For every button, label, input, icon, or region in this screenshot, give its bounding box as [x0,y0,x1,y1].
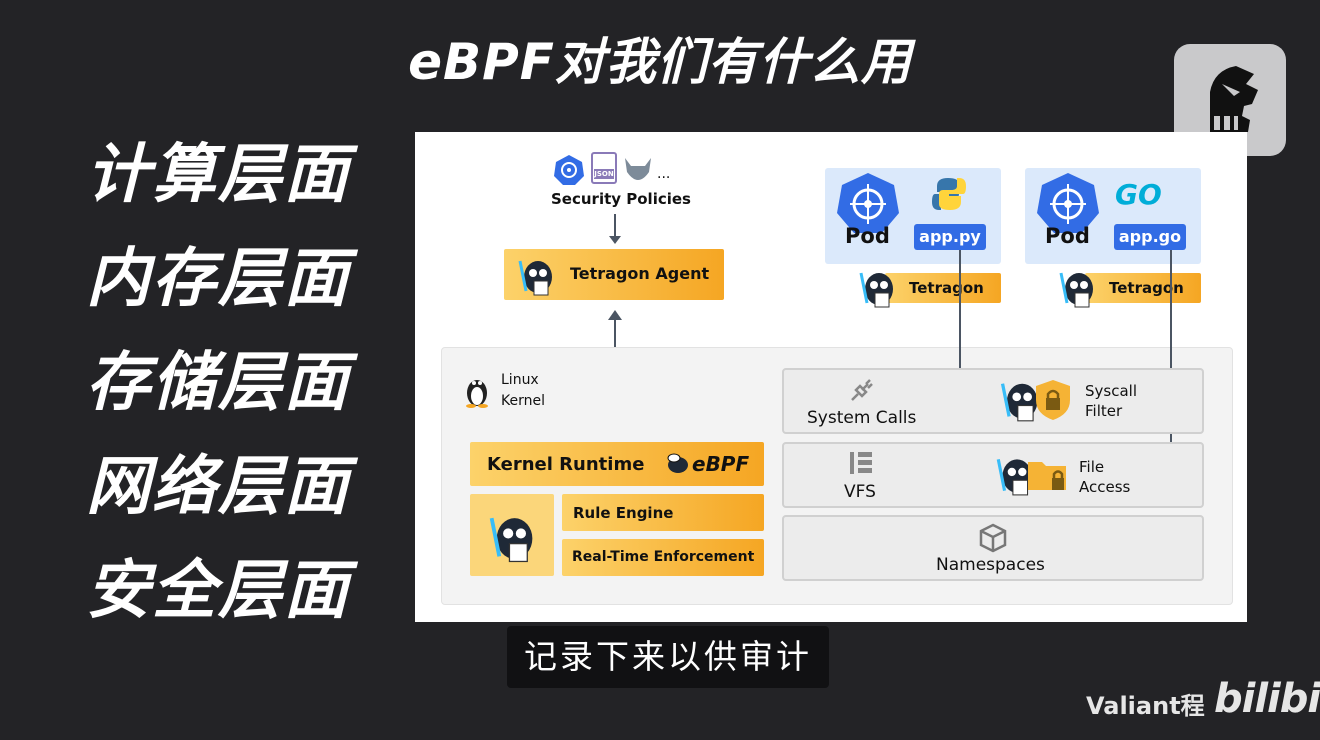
helmet-head-icon [1210,66,1258,132]
pod-label: Pod [845,224,890,248]
app-go-chip: app.go [1114,224,1186,250]
vfs-box: VFS File Access [782,442,1204,508]
tetragon-sidecar-1: Tetragon [885,273,1001,303]
kubernetes-icon [837,173,899,233]
kernel-label: Kernel [501,393,545,409]
bilibili-logo: bilibili [1214,676,1320,722]
tetragon-sidecar-2: Tetragon [1085,273,1201,303]
tetragon-bee-icon [1000,383,1038,422]
topic-list: 计算层面 内存层面 存储层面 网络层面 安全层面 [86,128,350,648]
linux-label: Linux [501,372,539,388]
kernel-runtime-box: Kernel Runtime eBPF [470,442,764,486]
cube-icon [979,523,1007,553]
json-label: JSON [594,169,614,179]
json-file-icon: JSON [591,152,617,184]
tetragon-agent-label: Tetragon Agent [570,264,710,283]
pod-label: Pod [1045,224,1090,248]
topic-memory: 内存层面 [86,242,350,316]
syscall-label: Syscall [1085,382,1137,400]
system-calls-label: System Calls [807,408,917,428]
namespaces-label: Namespaces [936,555,1045,575]
linux-tux-icon [466,380,488,408]
shield-lock-icon [1036,380,1070,420]
rule-engine-label: Rule Engine [573,504,674,522]
tetragon-bee-icon [1059,272,1093,308]
tetragon-diagram: JSON ... Security Policies Tetragon Agen… [415,132,1247,622]
kubernetes-icon [554,155,584,185]
rule-engine-box: Rule Engine [562,494,764,531]
plug-icon [851,379,873,401]
topic-network: 网络层面 [86,450,350,524]
arrow-down-icon [609,214,621,244]
page-title: eBPF对我们有什么用 [408,33,912,91]
kubernetes-icon [1037,173,1099,233]
namespaces-box: Namespaces [782,515,1204,581]
realtime-enforcement-box: Real-Time Enforcement [562,539,764,576]
app-py-chip: app.py [914,224,986,250]
topic-compute: 计算层面 [86,138,350,212]
access-label: Access [1079,478,1131,496]
topic-storage: 存储层面 [86,346,350,420]
pod-python: Pod app.py [825,168,1001,264]
tetragon-bee-icon [859,272,893,308]
tetragon-bee-icon [489,517,533,563]
policy-ellipsis: ... [657,166,671,182]
python-icon [932,178,966,210]
security-policies-label: Security Policies [551,190,691,208]
tetragon-label: Tetragon [909,279,984,297]
file-tree-icon [850,452,872,474]
kernel-runtime-label: Kernel Runtime [487,454,645,475]
ebpf-logo: eBPF [692,452,750,476]
realtime-enforcement-label: Real-Time Enforcement [572,549,755,565]
go-logo: GO [1115,178,1162,211]
file-label: File [1079,458,1105,476]
system-calls-box: System Calls Syscall Filter [782,368,1204,434]
uploader-watermark: Valiant程 [1086,692,1205,720]
tetragon-agent-box: Tetragon Agent [504,249,724,300]
ebpf-bee-icon [667,453,688,473]
runtime-bee-box [470,494,554,576]
folder-lock-icon [1028,462,1066,490]
subtitle-caption: 记录下来以供审计 [507,626,829,688]
vfs-label: VFS [844,482,876,502]
pod-go: GO Pod app.go [1025,168,1201,264]
filter-label: Filter [1085,402,1123,420]
topic-security: 安全层面 [86,554,350,628]
tetragon-bee-icon [518,260,552,296]
opa-policy-icon [625,158,651,180]
tetragon-label: Tetragon [1109,279,1184,297]
tetragon-bee-icon [996,459,1032,496]
